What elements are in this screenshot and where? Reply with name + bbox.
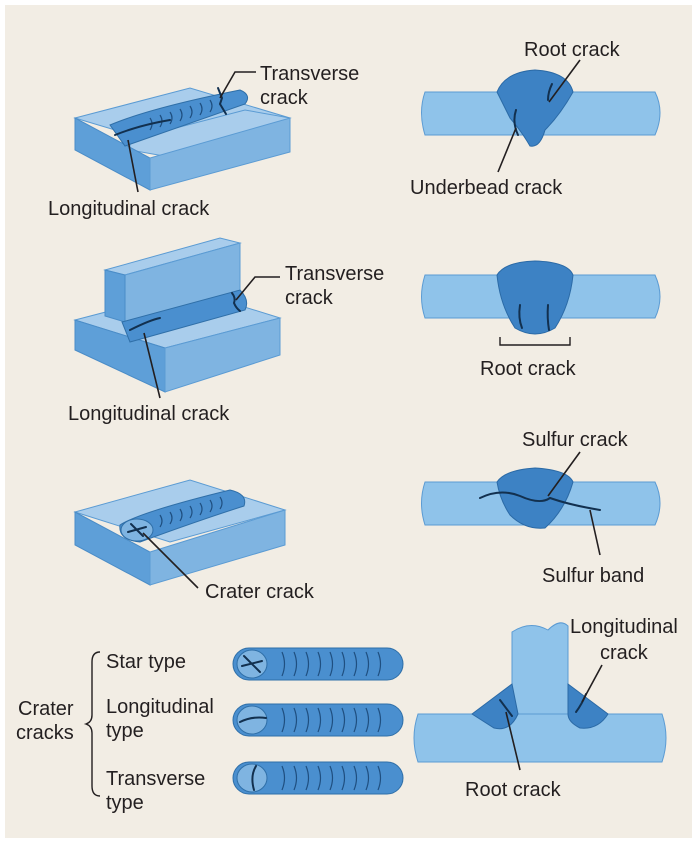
base-side-3 <box>164 317 281 393</box>
longitudinal-leader-8 <box>581 664 603 703</box>
root-crack-label-2: Root crack <box>524 39 621 61</box>
transverse-label-1b: crack <box>260 87 309 109</box>
sulfur-crack-label-6: Sulfur crack <box>522 429 629 451</box>
transverse-type-label: Transverse <box>106 768 205 790</box>
longitudinal-crack-3 <box>129 317 161 331</box>
pipe-section-6 <box>421 467 661 529</box>
weld-nugget-6 <box>496 467 574 529</box>
transverse-label-3b: crack <box>285 287 334 309</box>
crater-brace <box>83 651 101 797</box>
longitudinal-leader-1 <box>127 139 139 193</box>
transverse-leader-1 <box>219 71 256 99</box>
sulfur-band-leader-6 <box>589 509 601 556</box>
star-type-bead <box>232 647 404 681</box>
star-type-label: Star type <box>106 651 186 673</box>
root-bracket-4 <box>499 337 571 346</box>
web-front-3 <box>104 269 126 323</box>
butt-weld-plate-1 <box>73 87 292 191</box>
t-joint-3 <box>73 237 282 393</box>
crater-types-7: Crater cracks Star type Longitudinal typ… <box>16 647 404 814</box>
plate-side <box>149 117 291 191</box>
sulfur-band-label-6: Sulfur band <box>542 565 644 587</box>
root-crack-2 <box>547 83 553 101</box>
root-leader-8 <box>505 711 521 771</box>
longitudinal-label-3: Longitudinal crack <box>68 403 230 425</box>
longitudinal-leader-3 <box>143 332 161 399</box>
sulfur-band-6 <box>549 497 601 511</box>
transverse-leader-3 <box>235 276 280 301</box>
crater-group-label-b: cracks <box>16 722 74 744</box>
web-plate-8 <box>511 622 569 715</box>
base-plate-8 <box>413 713 667 763</box>
transverse-type-label-b: type <box>106 792 144 814</box>
transverse-type-bead <box>232 761 404 795</box>
transverse-label-3: Transverse <box>285 263 384 285</box>
longitudinal-type-bead <box>232 703 404 737</box>
bead-ripples-5 <box>159 496 223 528</box>
underbead-label-2: Underbead crack <box>410 177 563 199</box>
longitudinal-type-label: Longitudinal <box>106 696 214 718</box>
sulfur-crack-leader-6 <box>547 451 581 497</box>
pipe-section-4 <box>421 260 661 335</box>
root-crack-8 <box>499 699 513 717</box>
weld-nugget-4 <box>496 260 574 335</box>
root-crack-label-8: Root crack <box>465 779 562 801</box>
longitudinal-label-8b: crack <box>600 642 649 664</box>
root-crack-4a <box>518 304 523 329</box>
transverse-label-1: Transverse <box>260 63 359 85</box>
butt-weld-plate-5 <box>73 479 287 586</box>
longitudinal-label-8: Longitudinal <box>570 616 678 638</box>
pipe-section-2 <box>421 69 661 147</box>
root-leader-2 <box>548 59 581 103</box>
fillet-right-8 <box>567 683 609 729</box>
crater-group-label: Crater <box>18 698 74 720</box>
sulfur-crack-6 <box>479 491 551 502</box>
transverse-crack-3 <box>231 292 241 312</box>
weld-bead-1 <box>109 89 249 147</box>
root-crack-4b <box>546 304 550 331</box>
crater-leader-5 <box>142 532 199 589</box>
star-crack <box>241 655 263 673</box>
underbead-crack-2 <box>513 109 519 136</box>
crater-crack-5 <box>127 523 147 537</box>
plate-side-5 <box>149 509 286 586</box>
weld-nugget-2 <box>496 69 574 147</box>
root-crack-label-4: Root crack <box>480 358 577 380</box>
transverse-type-crack <box>251 765 257 791</box>
fillet-bead-3 <box>121 289 248 343</box>
crater-crack-label-5: Crater crack <box>205 581 315 603</box>
longitudinal-label-1: Longitudinal crack <box>48 198 210 220</box>
longitudinal-type-crack <box>239 716 267 723</box>
longitudinal-crack-1 <box>114 119 171 136</box>
underbead-leader-2 <box>497 127 517 173</box>
longitudinal-type-label-b: type <box>106 720 144 742</box>
transverse-crack-1 <box>217 87 227 115</box>
